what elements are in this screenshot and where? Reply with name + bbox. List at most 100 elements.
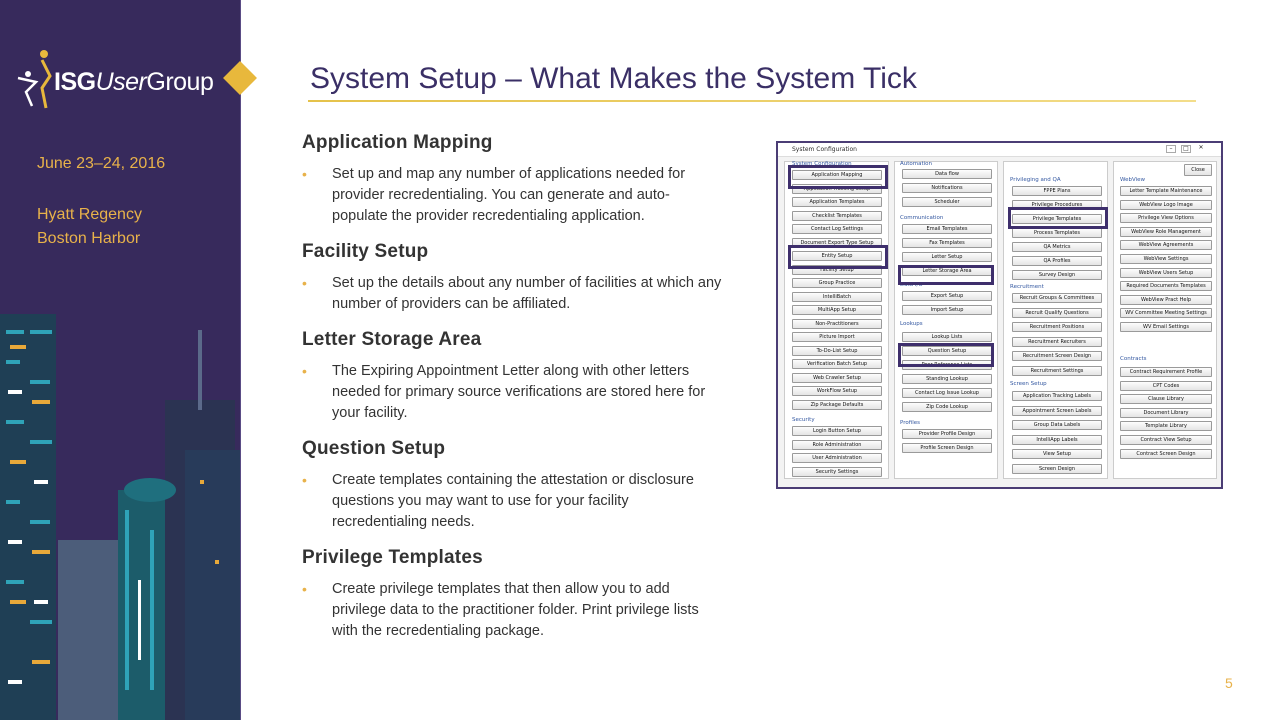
document-library-button[interactable]: Document Library xyxy=(1120,407,1212,418)
multiapp-setup-button[interactable]: MultiApp Setup xyxy=(792,305,882,315)
profile-screen-design-button[interactable]: Profile Screen Design xyxy=(902,443,992,453)
recruitment-settings-button[interactable]: Recruitment Settings xyxy=(1012,365,1102,376)
intelliapp-labels-button[interactable]: IntelliApp Labels xyxy=(1012,434,1102,445)
privilege-templates-button[interactable]: Privilege Templates xyxy=(1012,214,1102,224)
event-date: June 23–24, 2016 xyxy=(37,155,166,172)
required-documents-templates-button[interactable]: Required Documents Templates xyxy=(1120,281,1212,292)
minimize-icon[interactable]: – xyxy=(1166,145,1176,153)
webview-users-setup-button[interactable]: WebView Users Setup xyxy=(1120,267,1212,278)
event-venue-line2: Boston Harbor xyxy=(37,230,141,247)
login-button-setup-button[interactable]: Login Button Setup xyxy=(792,426,882,436)
application-tracking-labels-button[interactable]: Application Tracking Labels xyxy=(1012,391,1102,401)
web-crawler-setup-button[interactable]: Web Crawler Setup xyxy=(792,372,882,383)
application-templates-button[interactable]: Application Templates xyxy=(792,197,882,207)
zip-code-lookup-button[interactable]: Zip Code Lookup xyxy=(902,402,992,412)
import-setup-button[interactable]: Import Setup xyxy=(902,305,992,315)
highlight-entity-setup xyxy=(788,245,888,269)
section-privilege-templates: Privilege Templates Create privilege tem… xyxy=(302,547,722,642)
appointment-screen-labels-button[interactable]: Appointment Screen Labels xyxy=(1012,405,1102,416)
contact-log-settings-button[interactable]: Contact Log Settings xyxy=(792,224,882,234)
close-button[interactable]: Close xyxy=(1184,164,1212,176)
zip-package-defaults-button[interactable]: Zip Package Defaults xyxy=(792,399,882,410)
contract-screen-design-button[interactable]: Contract Screen Design xyxy=(1120,448,1212,459)
user-administration-button[interactable]: User Administration xyxy=(792,453,882,463)
webview-agreements-button[interactable]: WebView Agreements xyxy=(1120,240,1212,251)
checklist-templates-button[interactable]: Checklist Templates xyxy=(792,210,882,221)
lookup-lists-button[interactable]: Lookup Lists xyxy=(902,332,992,342)
verification-batch-setup-button[interactable]: Verification Batch Setup xyxy=(792,359,882,369)
group-label-contracts: Contracts xyxy=(1120,356,1147,362)
letter-template-maintenance-button[interactable]: Letter Template Maintenance xyxy=(1120,186,1212,196)
maximize-icon[interactable]: □ xyxy=(1181,145,1191,153)
application-mapping-button[interactable]: Application Mapping xyxy=(792,170,882,180)
group-label-security: Security xyxy=(792,417,815,423)
process-templates-button[interactable]: Process Templates xyxy=(1012,228,1102,238)
city-skyline-illustration xyxy=(0,314,240,720)
title-underline xyxy=(308,100,1196,102)
recruit-groups-committees-button[interactable]: Recruit Groups & Committees xyxy=(1012,293,1102,303)
non-practitioners-button[interactable]: Non-Practitioners xyxy=(792,318,882,329)
group-practice-button[interactable]: Group Practice xyxy=(792,278,882,288)
webview-settings-button[interactable]: WebView Settings xyxy=(1120,254,1212,264)
recruit-qualify-questions-button[interactable]: Recruit Qualify Questions xyxy=(1012,307,1102,318)
contact-log-issue-lookup-button[interactable]: Contact Log Issue Lookup xyxy=(902,388,992,398)
standing-lookup-button[interactable]: Standing Lookup xyxy=(902,374,992,384)
group-label-screen-setup: Screen Setup xyxy=(1010,381,1047,387)
picture-import-button[interactable]: Picture Import xyxy=(792,332,882,342)
privilege-view-options-button[interactable]: Privilege View Options xyxy=(1120,213,1212,224)
webview-logo-image-button[interactable]: WebView Logo Image xyxy=(1120,199,1212,210)
facility-setup-button[interactable]: Facility Setup xyxy=(792,264,882,275)
screen-design-button[interactable]: Screen Design xyxy=(1012,463,1102,474)
wv-email-settings-button[interactable]: WV Email Settings xyxy=(1120,322,1212,332)
provider-profile-design-button[interactable]: Provider Profile Design xyxy=(902,429,992,439)
template-library-button[interactable]: Template Library xyxy=(1120,421,1212,432)
webview-role-management-button[interactable]: WebView Role Management xyxy=(1120,226,1212,237)
webview-pract-help-button[interactable]: WebView Pract Help xyxy=(1120,294,1212,305)
group-label-webview: WebView xyxy=(1120,177,1146,183)
workflow-setup-button[interactable]: WorkFlow Setup xyxy=(792,386,882,396)
highlight-privilege-templates xyxy=(1008,207,1108,229)
section-question-setup: Question Setup Create templates containi… xyxy=(302,438,722,533)
clause-library-button[interactable]: Clause Library xyxy=(1120,394,1212,405)
contract-requirement-profile-button[interactable]: Contract Requirement Profile xyxy=(1120,367,1212,377)
content-sections: Application Mapping Set up and map any n… xyxy=(302,132,722,656)
data-flow-button[interactable]: Data flow xyxy=(902,169,992,179)
section-bullet: Create templates containing the attestat… xyxy=(302,470,722,533)
export-setup-button[interactable]: Export Setup xyxy=(902,291,992,301)
section-heading: Privilege Templates xyxy=(302,547,483,568)
section-heading: Question Setup xyxy=(302,438,446,459)
group-label-lookups: Lookups xyxy=(900,321,923,327)
fax-templates-button[interactable]: Fax Templates xyxy=(902,238,992,248)
wv-committee-meeting-settings-button[interactable]: WV Committee Meeting Settings xyxy=(1120,308,1212,319)
panel-automation xyxy=(894,161,998,479)
notifications-button[interactable]: Notifications xyxy=(902,183,992,193)
slide-title: System Setup – What Makes the System Tic… xyxy=(310,62,917,95)
close-icon[interactable]: ✕ xyxy=(1198,144,1204,151)
recruitment-recruiters-button[interactable]: Recruitment Recruiters xyxy=(1012,336,1102,347)
survey-design-button[interactable]: Survey Design xyxy=(1012,270,1102,280)
letter-setup-button[interactable]: Letter Setup xyxy=(902,252,992,262)
fppe-plans-button[interactable]: FPPE Plans xyxy=(1012,186,1102,196)
qa-metrics-button[interactable]: QA Metrics xyxy=(1012,242,1102,252)
recruitment-positions-button[interactable]: Recruitment Positions xyxy=(1012,322,1102,332)
role-administration-button[interactable]: Role Administration xyxy=(792,439,882,450)
group-label-data-i-o: Data I/O xyxy=(900,282,923,288)
entity-setup-button[interactable]: Entity Setup xyxy=(792,251,882,261)
cpt-codes-button[interactable]: CPT Codes xyxy=(1120,380,1212,391)
qa-profiles-button[interactable]: QA Profiles xyxy=(1012,256,1102,266)
section-application-mapping: Application Mapping Set up and map any n… xyxy=(302,132,722,227)
view-setup-button[interactable]: View Setup xyxy=(1012,449,1102,459)
group-data-labels-button[interactable]: Group Data Labels xyxy=(1012,420,1102,430)
section-bullet: Set up and map any number of application… xyxy=(302,164,722,227)
section-heading: Application Mapping xyxy=(302,132,493,153)
intellibatch-button[interactable]: IntelliBatch xyxy=(792,291,882,302)
window-titlebar: System Configuration – □ ✕ xyxy=(778,143,1221,157)
email-templates-button[interactable]: Email Templates xyxy=(902,224,992,234)
scheduler-button[interactable]: Scheduler xyxy=(902,197,992,207)
to-do-list-setup-button[interactable]: To-Do-List Setup xyxy=(792,345,882,356)
security-settings-button[interactable]: Security Settings xyxy=(792,466,882,477)
contract-view-setup-button[interactable]: Contract View Setup xyxy=(1120,435,1212,445)
recruitment-screen-design-button[interactable]: Recruitment Screen Design xyxy=(1012,351,1102,361)
group-label-automation: Automation xyxy=(900,161,933,167)
